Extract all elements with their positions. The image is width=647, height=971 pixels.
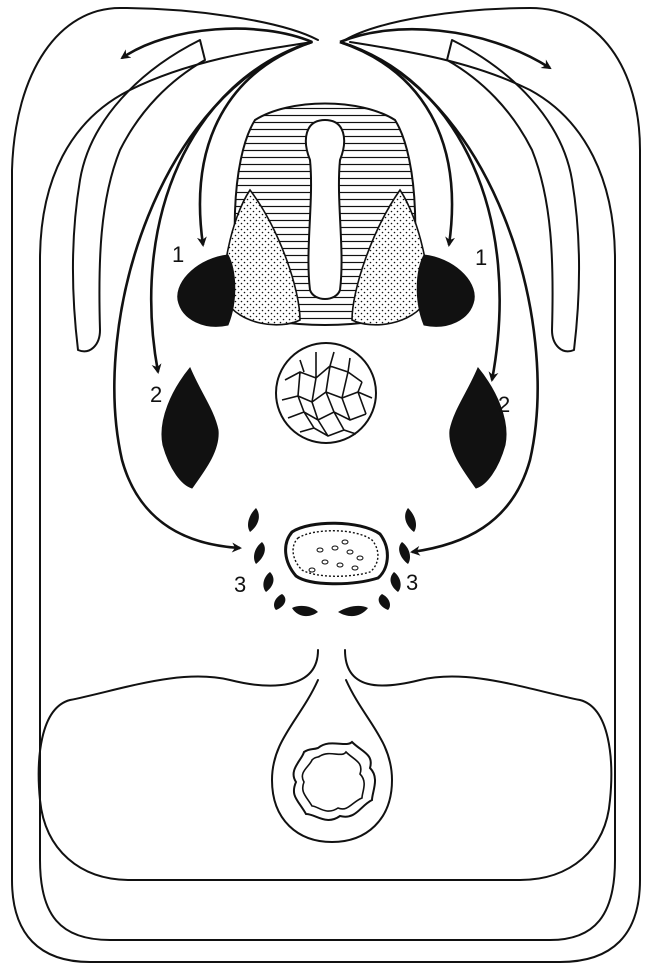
label-left-2: 2 (150, 382, 162, 407)
label-right-3: 3 (406, 570, 418, 595)
right-mass-1 (417, 255, 474, 326)
dorsal-aorta (286, 523, 388, 584)
neural-canal (306, 120, 344, 299)
label-left-1: 1 (172, 242, 184, 267)
right-mass-2 (450, 368, 506, 488)
label-right-1: 1 (475, 245, 487, 270)
label-left-3: 3 (234, 572, 246, 597)
left-mass-2 (162, 368, 218, 488)
left-mass-1 (178, 255, 235, 326)
notochord (276, 343, 376, 443)
label-right-2: 2 (498, 392, 510, 417)
gut-lumen-inner (302, 752, 364, 811)
